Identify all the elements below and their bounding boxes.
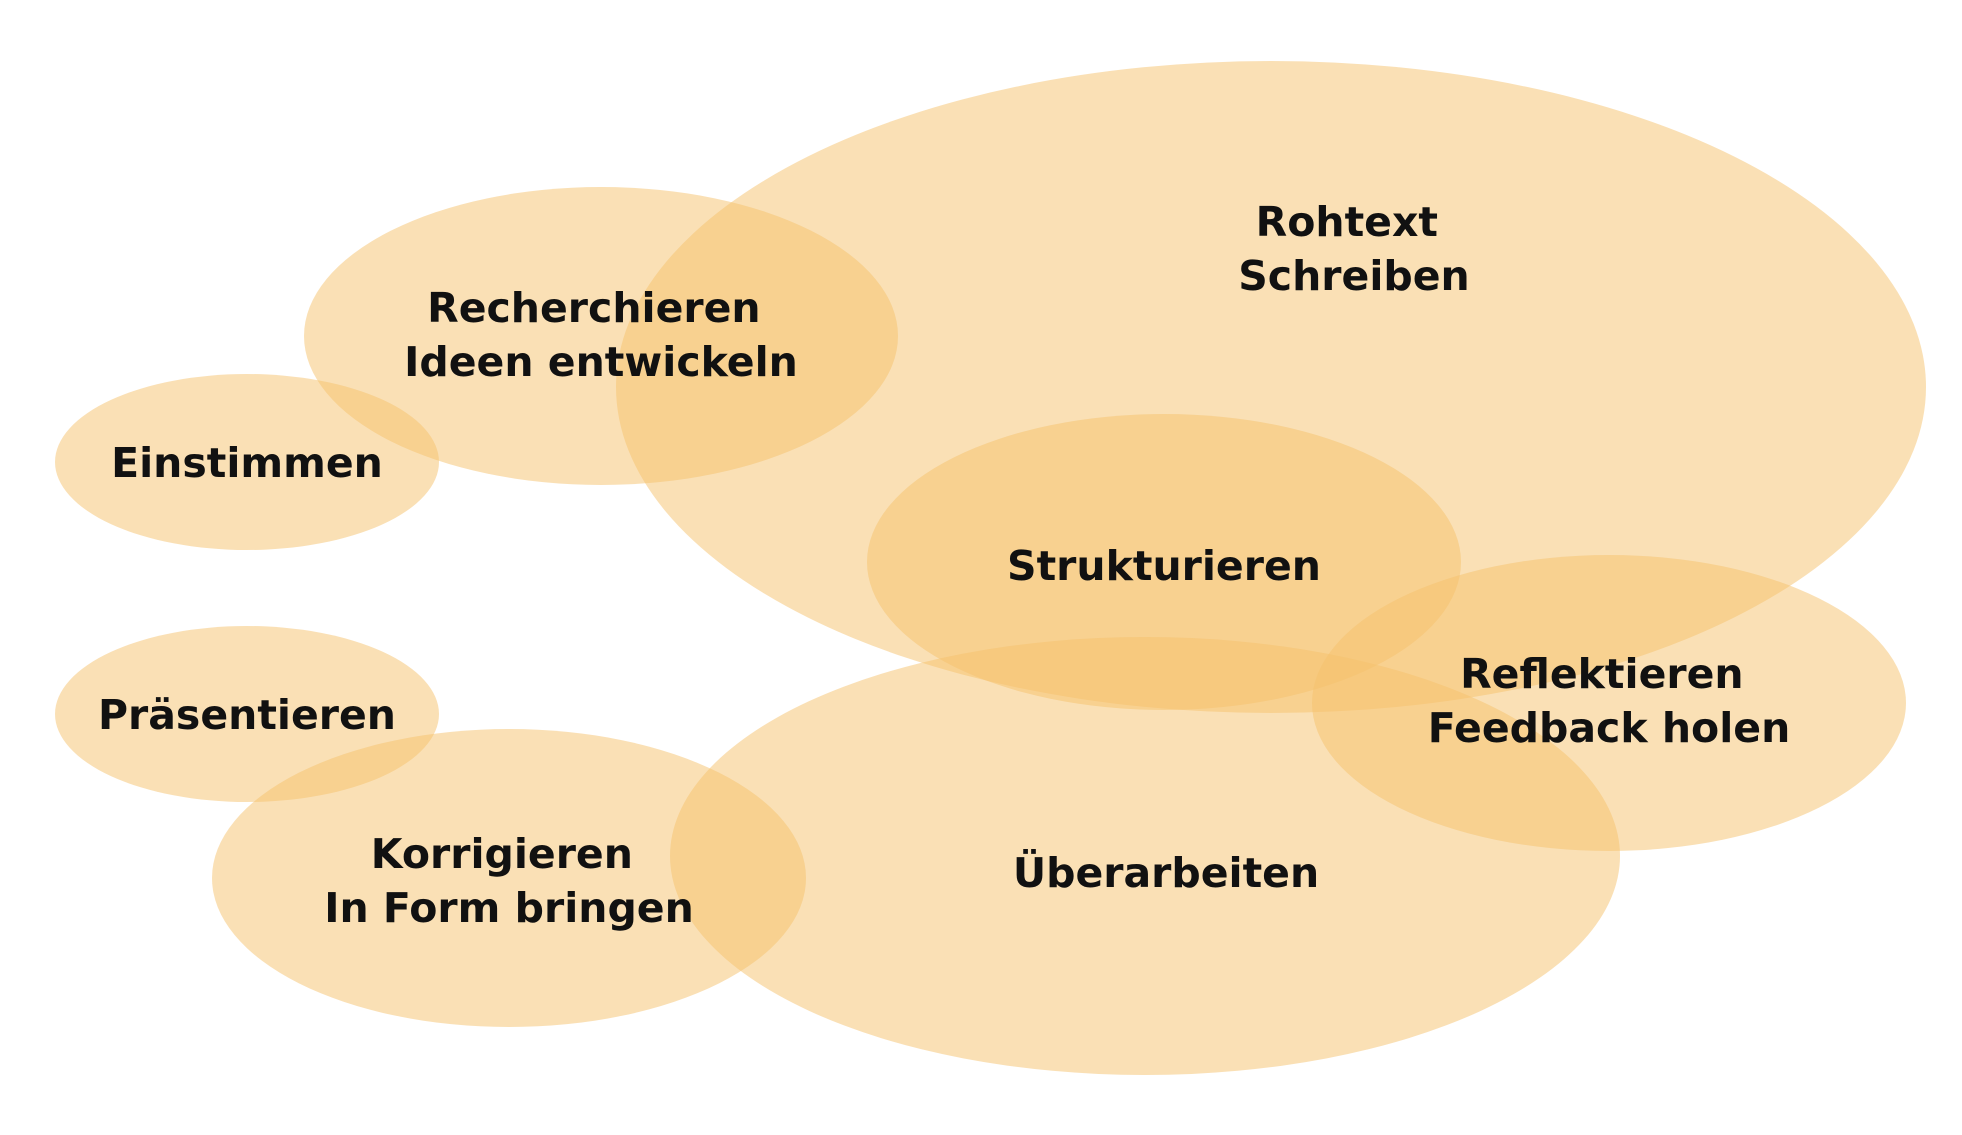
label-praesentieren-line1: Präsentieren (98, 691, 396, 739)
label-ueberarbeiten: Überarbeiten (1013, 849, 1319, 897)
bubble-einstimmen (55, 374, 439, 550)
label-reflektieren: Reflektieren Feedback holen (1428, 650, 1791, 752)
label-korrigieren-line1: Korrigieren (371, 830, 633, 878)
label-reflektieren-line2: Feedback holen (1428, 704, 1791, 752)
bubble-strukturieren (867, 414, 1461, 710)
label-ueberarbeiten-line1: Überarbeiten (1013, 849, 1319, 897)
bubble-reflektieren (1312, 555, 1906, 851)
label-rohtext-line2: Schreiben (1238, 252, 1469, 300)
label-recherchieren-line1: Recherchieren (427, 284, 760, 332)
label-recherchieren-line2: Ideen entwickeln (404, 338, 798, 386)
label-strukturieren-line1: Strukturieren (1007, 542, 1321, 590)
label-recherchieren: Recherchieren Ideen entwickeln (404, 284, 798, 386)
bubble-recherchieren (304, 187, 898, 485)
label-strukturieren: Strukturieren (1007, 542, 1321, 590)
label-praesentieren: Präsentieren (98, 691, 396, 739)
label-rohtext-line1: Rohtext (1256, 198, 1438, 246)
label-reflektieren-line1: Reflektieren (1460, 650, 1744, 698)
label-einstimmen: Einstimmen (111, 439, 383, 487)
label-korrigieren-line2: In Form bringen (324, 884, 694, 932)
bubble-korrigieren (212, 729, 806, 1027)
label-rohtext: Rohtext Schreiben (1238, 198, 1469, 300)
label-einstimmen-line1: Einstimmen (111, 439, 383, 487)
label-korrigieren: Korrigieren In Form bringen (324, 830, 694, 932)
